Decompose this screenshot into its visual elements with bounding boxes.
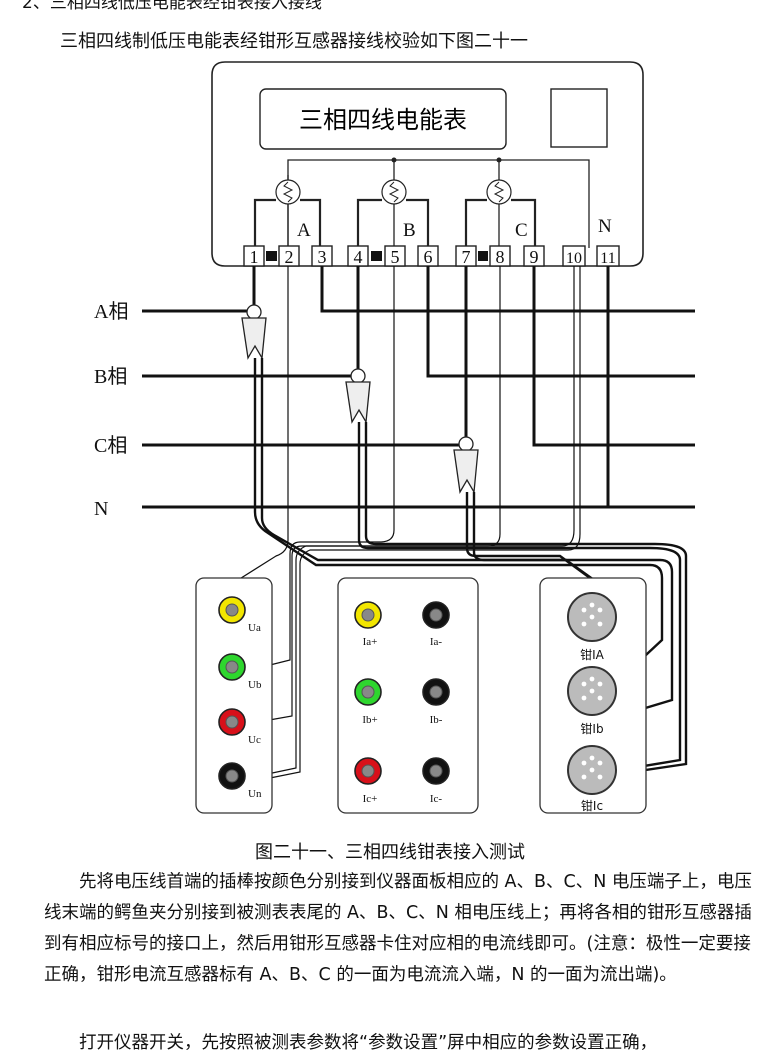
phase-label-c: C <box>515 220 528 241</box>
terminal-4: 4 <box>354 247 363 267</box>
phase-label-b: B <box>403 220 416 241</box>
terminal-9: 9 <box>530 247 539 267</box>
line-label-b: B相 <box>94 365 127 388</box>
figure-caption: 图二十一、三相四线钳表接入测试 <box>255 842 525 863</box>
instruction-paragraph-1: 先将电压线首端的插棒按颜色分别接到仪器面板相应的 A、B、C、N 电压端子上，电… <box>44 872 752 985</box>
label-ic-minus: Ic- <box>430 793 443 805</box>
label-ia-plus: Ia+ <box>363 636 378 648</box>
line-label-c: C相 <box>94 434 127 457</box>
terminal-10: 10 <box>566 250 582 267</box>
terminal-1: 1 <box>250 247 259 267</box>
label-un: Un <box>248 788 262 800</box>
clamp-a-icon <box>241 304 267 361</box>
line-label-n: N <box>94 498 108 520</box>
terminal-7: 7 <box>462 247 471 267</box>
label-clamp-ic: 钳Ic <box>581 799 603 813</box>
label-ia-minus: Ia- <box>430 636 443 648</box>
meter-display-window <box>550 88 608 148</box>
label-ib-plus: Ib+ <box>362 714 377 726</box>
section-heading: 2、三相四线低压电能表经钳表接入接线 <box>22 0 322 13</box>
label-ub: Ub <box>248 679 262 691</box>
terminal-5: 5 <box>391 247 400 267</box>
terminal-2: 2 <box>285 247 294 267</box>
label-clamp-ia: 钳IA <box>580 648 605 662</box>
wiring-diagram: 三相四线电能表 A B C N <box>94 61 695 814</box>
meter-title: 三相四线电能表 <box>299 107 467 134</box>
terminal-3: 3 <box>318 247 327 267</box>
phase-label-n: N <box>598 216 612 237</box>
label-ib-minus: Ib- <box>430 714 443 726</box>
terminal-11: 11 <box>600 250 615 267</box>
label-clamp-ib: 钳Ib <box>580 722 603 736</box>
label-uc: Uc <box>248 734 261 746</box>
line-label-a: A相 <box>94 300 128 323</box>
phase-label-a: A <box>297 220 311 241</box>
label-ua: Ua <box>248 622 261 634</box>
voltage-panel <box>195 577 273 814</box>
meter-title-box <box>259 88 507 150</box>
terminal-6: 6 <box>424 247 433 267</box>
clamp-b-icon <box>345 368 371 425</box>
current-panel <box>337 577 479 814</box>
terminal-8: 8 <box>496 247 505 267</box>
instruction-paragraph-2: 打开仪器开关，先按照被测表参数将“参数设置”屏中相应的参数设置正确， <box>79 1033 658 1053</box>
figure-intro: 三相四线制低压电能表经钳形互感器接线校验如下图二十一 <box>60 31 528 52</box>
label-ic-plus: Ic+ <box>363 793 378 805</box>
clamp-c-icon <box>453 436 479 495</box>
